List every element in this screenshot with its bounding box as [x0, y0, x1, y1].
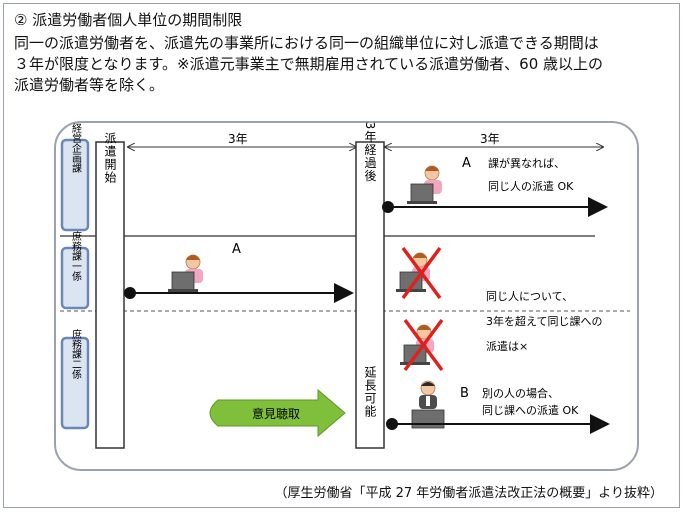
- intro-text: 同一の派遣労働者を、派遣先の事業所における同一の組織単位に対し派遣できる期間は …: [14, 33, 674, 96]
- same-person-line-2: 3年を超えて同じ課への: [486, 314, 602, 328]
- same-person-line-1: 同じ人について、: [486, 290, 573, 303]
- case-a-line-2: 同じ人の派遣 OK: [488, 179, 574, 193]
- span-label-left: 3年: [228, 132, 248, 146]
- three-years-elapsed-column: [355, 141, 385, 449]
- same-person-line-3: 派遣は×: [486, 339, 528, 353]
- department-label-general-1: 庶務課一係: [70, 230, 82, 282]
- case-b-letter: B: [460, 386, 469, 401]
- source-citation: （厚生労働省「平成 27 年労働者派遣法改正法の概要」より抜粋）: [274, 486, 663, 501]
- intro-line-3: 派遣労働者等を除く。: [14, 76, 165, 94]
- case-a-line-1: 課が異なれば、: [488, 156, 565, 170]
- cross-mark-icon-2: [403, 318, 444, 372]
- department-box-general-2: [60, 336, 90, 430]
- department-label-planning: 経営企画課: [70, 122, 82, 174]
- case-a-letter: A: [462, 156, 471, 171]
- case-a-person-icon: [407, 165, 442, 204]
- intro-line-1: 同一の派遣労働者を、派遣先の事業所における同一の組織単位に対し派遣できる期間は: [14, 34, 599, 52]
- opinion-hearing-arrow: [209, 388, 346, 438]
- intro-line-2: ３年が限度となります。※派遣元事業主で無期雇用されている派遣労働者、60 歳以上…: [14, 55, 604, 73]
- cross-mark-icon-1: [401, 246, 442, 300]
- dispatch-start-label: 派遣開始: [103, 132, 117, 184]
- dispatch-start-column: [95, 141, 125, 449]
- span-label-right: 3年: [480, 132, 500, 146]
- section-heading: ② 派遣労働者個人単位の期間制限: [14, 11, 243, 29]
- opinion-hearing-label: 意見聴取: [252, 406, 300, 421]
- case-b-line-2: 同じ課への派遣 OK: [482, 403, 579, 417]
- department-box-planning: [60, 138, 90, 232]
- extension-possible-label: 延長可能: [363, 366, 377, 418]
- department-box-general-1: [60, 246, 90, 310]
- worker-a-label: A: [232, 242, 241, 257]
- case-b-line-1: 別の人の場合、: [482, 386, 559, 400]
- department-label-general-2: 庶務課二係: [70, 328, 82, 380]
- three-years-elapsed-label: 3年経過後: [363, 122, 377, 183]
- worker-a-person-icon: [168, 254, 203, 292]
- figure-frame: [3, 3, 680, 508]
